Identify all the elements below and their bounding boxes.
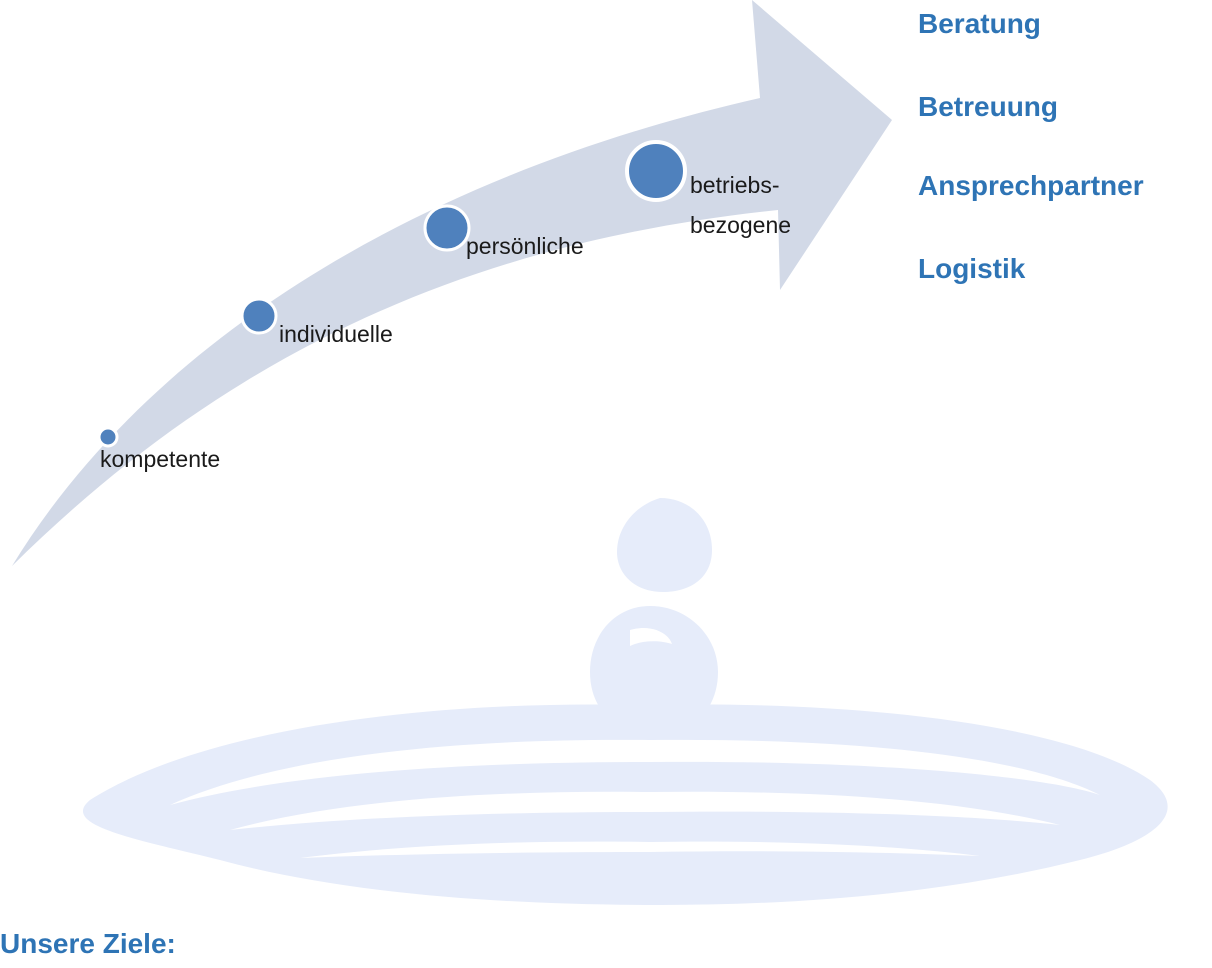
growth-arrow	[12, 0, 892, 566]
goal-betreuung: Betreuung	[918, 91, 1058, 122]
step-label-kompetente: kompetente	[100, 446, 220, 472]
splash-ripple-gaps	[170, 627, 1100, 858]
step-marker-persoenliche	[423, 204, 471, 252]
section-heading: Unsere Ziele:	[0, 928, 176, 959]
step-marker-individuelle	[240, 297, 278, 335]
step-marker-betriebsbezogene	[625, 140, 687, 202]
step-label-persoenliche: persönliche	[466, 233, 584, 259]
step-label-bezogene: bezogene	[690, 212, 791, 238]
goal-logistik: Logistik	[918, 253, 1026, 284]
step-marker-kompetente	[97, 426, 119, 448]
step-label-individuelle: individuelle	[279, 321, 393, 347]
goal-ansprechpartner: Ansprechpartner	[918, 170, 1144, 201]
step-label-betriebs: betriebs-	[690, 172, 779, 198]
goal-beratung: Beratung	[918, 8, 1041, 39]
